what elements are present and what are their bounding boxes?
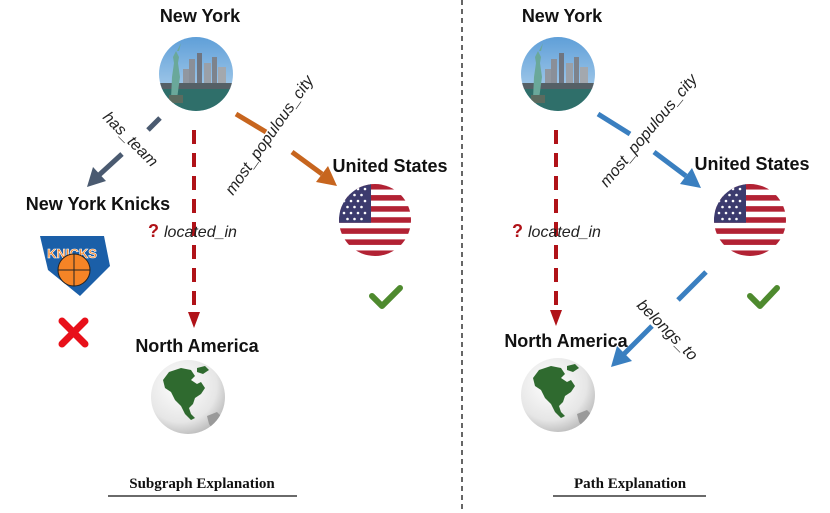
node-label-united-states: United States [332, 156, 447, 176]
node-label-new-york: New York [160, 6, 241, 26]
edge-label-has-team: has_team [99, 109, 161, 171]
check-icon-left [369, 285, 403, 309]
caption-path: Path Explanation [553, 476, 706, 497]
edge-located-in-right: ? located_in [512, 130, 601, 326]
edge-label-located-in-left: located_in [164, 224, 237, 241]
node-knicks: New York Knicks KNICKS [26, 194, 170, 296]
svg-text:KNICKS: KNICKS [47, 246, 97, 261]
us-flag-icon-right [714, 184, 786, 256]
node-united-states-right: United States [694, 154, 810, 256]
edge-most-populous-city-left: most_populous_city [222, 72, 337, 198]
edge-most-populous-city-right: most_populous_city [596, 71, 702, 191]
us-flag-icon [339, 184, 411, 256]
node-new-york-right: New York [521, 6, 603, 111]
caption-subgraph-text: Subgraph Explanation [129, 476, 275, 492]
query-mark-left: ? [148, 221, 159, 241]
edge-located-in-left: ? located_in [148, 130, 237, 328]
edge-belongs-to: belongs_to [611, 270, 708, 367]
node-label-new-york-right: New York [522, 6, 603, 26]
node-north-america-left: North America [135, 336, 260, 434]
node-label-north-america: North America [135, 336, 259, 356]
globe-icon-left [151, 360, 225, 434]
knicks-logo-icon: KNICKS [40, 236, 110, 296]
globe-icon-right [521, 358, 595, 432]
node-new-york-left: New York [159, 6, 241, 111]
node-north-america-right: North America [504, 331, 629, 432]
node-label-north-america-right: North America [504, 331, 628, 351]
subgraph-panel: New York has_team New York Knicks KNICKS [26, 6, 448, 497]
edge-label-belongs-to: belongs_to [633, 297, 700, 364]
check-icon-right [747, 285, 780, 309]
query-mark-right: ? [512, 221, 523, 241]
node-label-knicks: New York Knicks [26, 194, 170, 214]
caption-path-text: Path Explanation [574, 476, 687, 492]
new-york-image [159, 37, 233, 111]
edge-label-most-populous-city-right: most_populous_city [597, 71, 702, 191]
new-york-image-right [521, 37, 595, 111]
node-united-states-left: United States [332, 156, 448, 256]
path-panel: New York ? located_in most_populous_city… [504, 6, 810, 497]
cross-icon [58, 317, 89, 348]
node-label-united-states-right: United States [694, 154, 809, 174]
edge-label-most-populous-city-left: most_populous_city [222, 72, 318, 198]
edge-label-located-in-right: located_in [528, 224, 601, 241]
caption-subgraph: Subgraph Explanation [108, 476, 297, 497]
edge-has-team: has_team [87, 109, 162, 187]
